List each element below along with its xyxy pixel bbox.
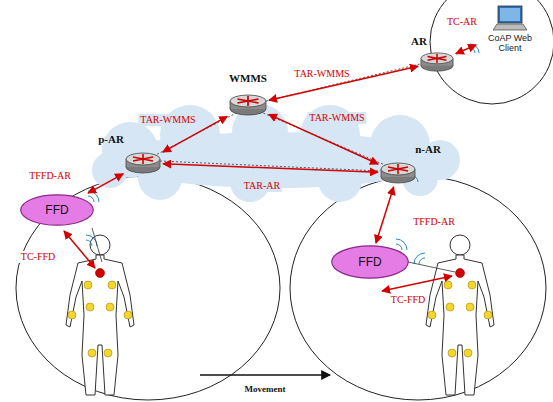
link-arrow (88, 174, 123, 193)
router-icon (229, 93, 267, 117)
web-client-node: CoAP Web Client (478, 5, 542, 55)
router-icon (420, 51, 454, 73)
delay-label: TFFD-AR (411, 216, 457, 228)
cell-circles (16, 0, 553, 400)
ffd-node: FFD (331, 245, 409, 279)
radio-waves (86, 44, 479, 264)
ffd-label: FFD (358, 255, 381, 269)
delay-label: TFFD-AR (27, 170, 73, 182)
delay-label: TC-FFD (19, 251, 57, 263)
router-icon (125, 151, 161, 175)
delay-label: TAR-WMMS (307, 112, 366, 124)
link-arrow (269, 66, 418, 100)
router-label: p-AR (98, 133, 124, 145)
router-node: WMMS (229, 93, 267, 117)
router-node: n-AR (380, 161, 416, 185)
ffd-label: FFD (45, 203, 68, 217)
persons (66, 235, 494, 395)
client-label: CoAP Web Client (478, 33, 542, 53)
router-node: AR (420, 51, 454, 73)
sensor-links (64, 231, 452, 291)
delay-label: TAR-AR (242, 180, 282, 192)
link-arrow (163, 164, 378, 172)
delay-label: TC-FFD (389, 294, 427, 306)
ffd-node: FFD (20, 194, 94, 226)
router-node: p-AR (125, 151, 161, 175)
delay-label: TC-AR (445, 16, 479, 28)
router-label: AR (411, 35, 427, 47)
movement-arrow (200, 374, 330, 375)
router-label: WMMS (229, 72, 267, 84)
delay-label: TAR-WMMS (138, 114, 197, 126)
network-cloud (92, 104, 460, 202)
router-label: n-AR (415, 143, 441, 155)
laptop-icon (493, 5, 527, 31)
link-arrow (456, 45, 476, 54)
movement-label: Movement (243, 383, 288, 395)
delay-label: TAR-WMMS (292, 68, 351, 80)
router-icon (380, 161, 416, 185)
link-arrow (376, 187, 394, 243)
